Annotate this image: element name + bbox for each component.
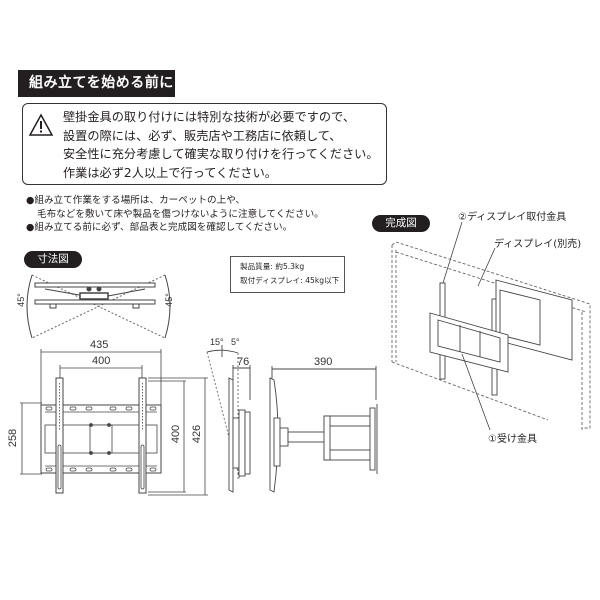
capacity-spec: 取付ディスプレイ: 45kg以下 [240,276,340,285]
dim-hole-spacing-h: 400 [92,355,111,367]
dim-min-depth: 76 [237,356,250,368]
callout-wall-bracket: ①受け金具 [488,434,537,445]
warning-box: 壁掛金具の取り付けには特別な技術が必要ですので、 設置の際には、必ず、販売店や工… [22,103,387,185]
section-header: 組み立てを始める前に [18,70,175,97]
warning-text: 壁掛金具の取り付けには特別な技術が必要ですので、 設置の際には、必ず、販売店や工… [63,108,379,182]
warning-line: 壁掛金具の取り付けには特別な技術が必要ですので、 [63,110,356,124]
tilt-down-angle: 5° [231,337,240,347]
note-item: ●組み立て作業をする場所は、カーペットの上や、 [26,195,246,206]
callout-display: ディスプレイ(別売) [494,239,582,250]
notes-list: ●組み立て作業をする場所は、カーペットの上や、 毛布などを敷いて床や製品を傷つけ… [26,194,324,235]
weight-spec: 製品質量: 約5.3kg [240,262,305,271]
bullet-icon: ● [26,222,35,233]
note-item-continuation: 毛布などを敷いて床や製品を傷つけないように注意してください。 [37,208,324,220]
warning-line: 作業は必ず2人以上で行ってください。 [63,165,277,180]
warning-line: 安全性に充分考慮して確実な取り付けを行ってください。 [63,147,379,161]
dim-max-extension: 390 [314,356,333,368]
dim-overall-width: 435 [90,339,109,351]
bullet-icon: ● [26,195,35,206]
warning-line: 設置の際には、必ず、販売店や工務店に依頼して、 [63,128,342,143]
callout-display-bracket: ②ディスプレイ取付金具 [458,212,567,223]
note-item: ●組み立てる前に必ず、部品表と完成図を確認してください。 [26,222,293,233]
tilt-up-angle: 15° [210,337,224,347]
spec-box: 製品質量: 約5.3kg 取付ディスプレイ: 45kg以下 [230,256,345,293]
warning-triangle-icon [28,113,54,136]
dimensions-label: 寸法図 [24,251,82,268]
completed-label: 完成図 [372,215,430,232]
